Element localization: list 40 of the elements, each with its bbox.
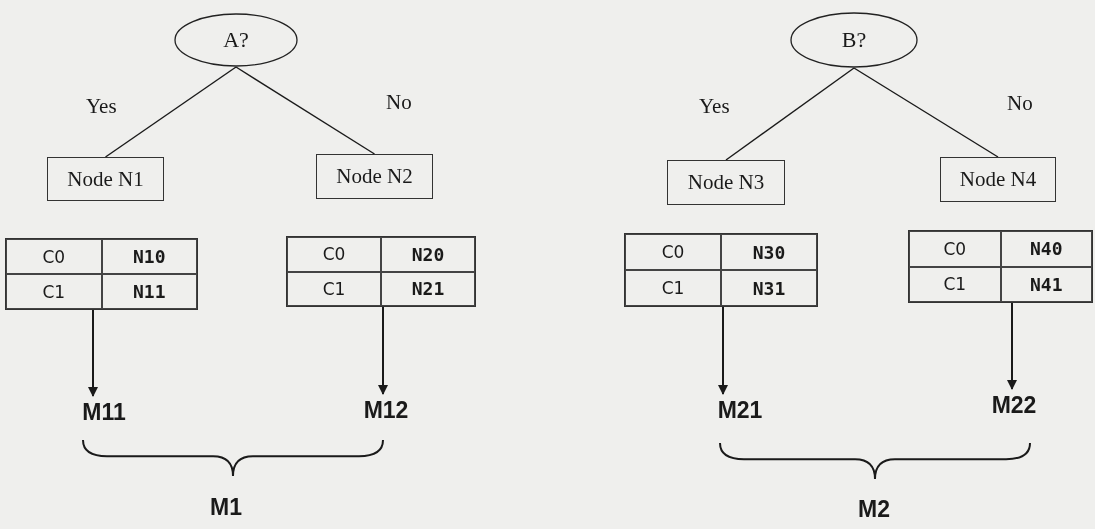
measure-label: M22 (978, 389, 1050, 421)
measure-label: M12 (350, 394, 422, 426)
count-table (286, 236, 476, 307)
table-cell: N41 (1000, 266, 1092, 302)
count-table (908, 230, 1093, 303)
table-cell: N40 (1000, 231, 1092, 267)
arrow (1007, 302, 1017, 390)
tree-node-box: Node N1 (47, 157, 164, 201)
branch-line (104, 66, 237, 158)
count-table (5, 238, 198, 310)
branch-line (853, 67, 999, 158)
table-cell: N31 (721, 270, 817, 306)
tree-node-box: Node N3 (667, 160, 785, 205)
arrow (88, 309, 98, 397)
table-cell: N20 (381, 237, 475, 272)
table-cell: C1 (625, 270, 721, 306)
measure-label: M11 (68, 396, 140, 428)
arrow (378, 306, 388, 395)
table-cell: N10 (101, 239, 197, 274)
table-cell: N11 (101, 274, 197, 309)
group-label: M1 (210, 494, 242, 521)
table-cell: N30 (721, 234, 817, 270)
table-cell: C1 (909, 266, 1001, 302)
group-label: M2 (858, 496, 890, 523)
count-table (624, 233, 818, 307)
table-cell: N21 (381, 271, 475, 306)
table-cell: C0 (909, 231, 1001, 267)
table-cell: C0 (6, 239, 102, 274)
measure-label: M21 (704, 394, 776, 426)
table-cell: C1 (6, 274, 102, 309)
tree-node-box: Node N2 (316, 154, 433, 199)
decision-ellipse: B? (790, 12, 918, 68)
table-cell: C0 (625, 234, 721, 270)
arrow (718, 306, 728, 395)
decision-ellipse: A? (174, 13, 298, 67)
branch-line (725, 67, 855, 161)
table-cell: C0 (287, 237, 381, 272)
table-cell: C1 (287, 271, 381, 306)
tree-node-box: Node N4 (940, 157, 1056, 202)
branch-line (235, 66, 376, 155)
